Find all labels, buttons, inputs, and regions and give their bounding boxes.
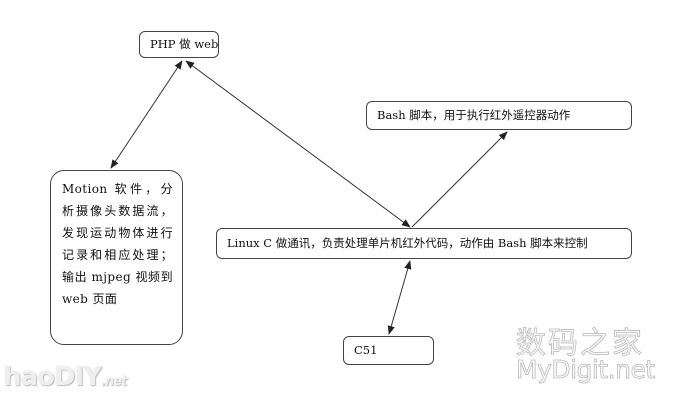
node-linux-c: Linux C 做通讯，负责处理单片机红外代码，动作由 Bash 脚本来控制 bbox=[216, 228, 632, 259]
node-motion-software: Motion 软件，分析摄像头数据流，发现运动物体进行记录和相应处理；输出 mj… bbox=[50, 170, 183, 345]
node-motion-software-label: Motion 软件，分析摄像头数据流，发现运动物体进行记录和相应处理；输出 mj… bbox=[62, 182, 173, 306]
edge-php-linux bbox=[185, 60, 411, 228]
watermark-mydigit-chinese: 数码之家 bbox=[516, 326, 644, 362]
node-c51-label: C51 bbox=[354, 343, 378, 357]
watermark-haodiy-text: haoDIY bbox=[3, 362, 102, 392]
node-c51: C51 bbox=[343, 336, 434, 365]
node-php-web-label: PHP 做 web bbox=[150, 37, 219, 51]
edge-php-motion bbox=[110, 60, 183, 169]
node-php-web: PHP 做 web bbox=[139, 31, 219, 58]
watermark-mydigit-english: MyDigit.net bbox=[516, 355, 656, 385]
watermark-haodiy: haoDIY.net bbox=[3, 362, 127, 392]
node-linux-c-label: Linux C 做通讯，负责处理单片机红外代码，动作由 Bash 脚本来控制 bbox=[227, 236, 588, 250]
node-bash-script-label: Bash 脚本，用于执行红外遥控器动作 bbox=[377, 108, 571, 122]
edge-linux-c51 bbox=[387, 260, 412, 335]
watermark-haodiy-suffix: .net bbox=[101, 374, 127, 389]
node-bash-script: Bash 脚本，用于执行红外遥控器动作 bbox=[366, 101, 632, 130]
edge-linux-bash bbox=[411, 131, 508, 228]
